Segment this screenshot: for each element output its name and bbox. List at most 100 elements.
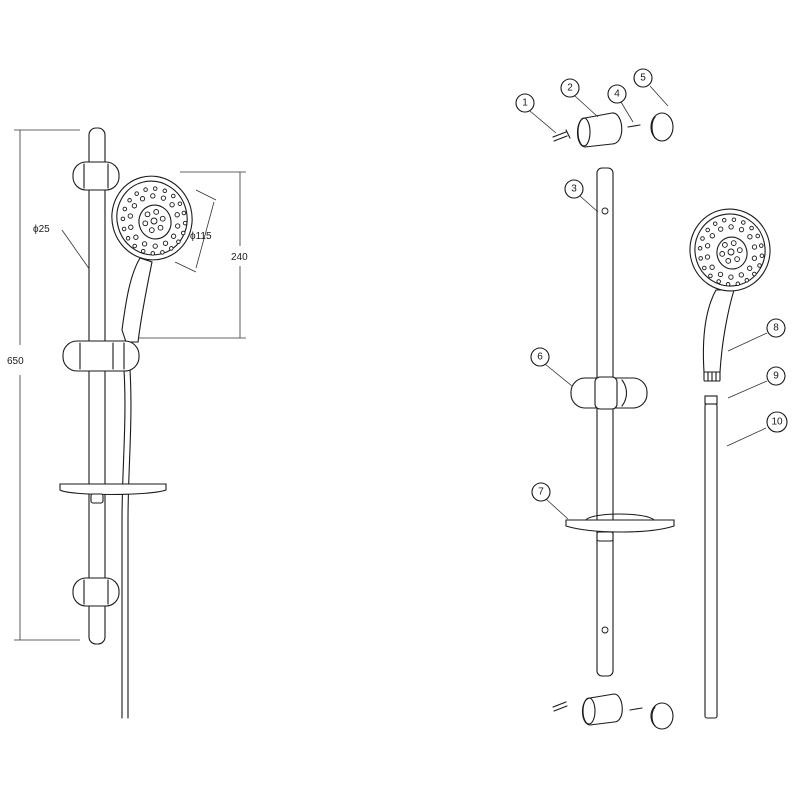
head-height-label: 240 [231, 252, 248, 263]
nozzle-hole [175, 223, 181, 229]
nozzle-hole [697, 246, 703, 251]
nozzle-hole [169, 246, 174, 251]
nozzle-hole [751, 244, 758, 250]
nozzle-hole [125, 236, 131, 241]
exploded-view: 1 2 4 5 3 [515, 68, 788, 730]
nozzle-hole [127, 198, 132, 203]
nozzle-hole [148, 227, 155, 233]
nozzle-hole [144, 211, 151, 218]
nozzle-hole [139, 196, 146, 202]
head-diameter-label: ϕ115 [190, 231, 212, 242]
nozzle-hole [752, 271, 757, 277]
nozzle-hole [698, 256, 703, 261]
pipe-diameter-label: ϕ25 [33, 224, 50, 235]
nozzle-hole [716, 279, 721, 284]
nozzle-hole [120, 216, 126, 222]
nozzle-hole [749, 225, 754, 231]
nozzle-hole [702, 265, 707, 271]
nozzle-hole [709, 264, 715, 270]
part-soap-dish [565, 513, 675, 542]
nozzle-hole [169, 202, 175, 208]
soap-dish [59, 483, 167, 504]
nozzle-hole [160, 250, 165, 255]
nozzle-hole [122, 206, 128, 212]
svg-text:9: 9 [773, 371, 779, 382]
nozzle-hole [738, 226, 745, 233]
nozzle-hole [738, 272, 744, 278]
nozzle-hole [174, 212, 180, 218]
callout-7: 7 [531, 482, 569, 520]
nozzle-hole [182, 220, 188, 226]
nozzle-hole [177, 201, 183, 206]
svg-text:10: 10 [771, 417, 783, 428]
svg-text:4: 4 [614, 89, 620, 100]
nozzle-hole [150, 193, 156, 199]
nozzle-hole [127, 213, 133, 219]
nozzle-hole [725, 282, 731, 287]
top-wall-bracket [72, 161, 120, 191]
nozzle-hole [181, 210, 187, 216]
callout-2: 2 [560, 78, 599, 118]
slide-holder [62, 340, 140, 372]
nozzle-hole [717, 271, 724, 278]
nozzle-hole [171, 193, 176, 199]
callout-5: 5 [633, 68, 669, 107]
nozzle-hole [140, 248, 146, 254]
part-hose-nut [703, 370, 721, 382]
nozzle-hole [718, 226, 724, 232]
part-hand-shower [689, 208, 771, 373]
nozzle-hole [162, 240, 169, 246]
nozzle-hole [708, 273, 713, 279]
hand-shower-handle [121, 257, 153, 343]
nozzle-hole [727, 248, 735, 256]
nozzle-hole [709, 233, 715, 239]
nozzle-hole [736, 247, 743, 253]
nozzle-hole [160, 195, 167, 201]
svg-text:3: 3 [571, 184, 577, 195]
part-slide-holder [570, 376, 648, 410]
part-wall-bracket-top [576, 112, 623, 148]
nozzle-hole [705, 227, 710, 233]
nozzle-hole [157, 224, 164, 231]
callout-1: 1 [515, 93, 557, 134]
shower-hose [121, 369, 126, 719]
nozzle-hole [735, 281, 741, 287]
head-diameter-dimension: ϕ115 [174, 189, 217, 273]
nozzle-hole [712, 221, 718, 226]
nozzle-hole [152, 186, 158, 191]
svg-text:5: 5 [640, 73, 646, 84]
callout-8: 8 [727, 318, 786, 352]
nozzle-hole [141, 241, 148, 247]
nozzle-hole [700, 236, 705, 241]
nozzle-hole [719, 251, 726, 257]
nozzle-hole [132, 243, 137, 249]
nozzle-hole [159, 215, 166, 222]
nozzle-hole [731, 217, 737, 222]
part-wall-bracket-bottom [552, 693, 674, 730]
nozzle-hole [162, 188, 168, 194]
nozzle-hole [704, 243, 711, 249]
svg-text:8: 8 [773, 323, 779, 334]
nozzle-hole [722, 242, 728, 248]
nozzle-hole [153, 209, 160, 215]
part-hose [704, 395, 718, 719]
nozzle-hole [180, 230, 186, 236]
nozzle-hole [744, 278, 750, 283]
nozzle-hole [728, 224, 734, 230]
nozzle-hole [725, 258, 732, 264]
nozzle-hole [741, 220, 746, 225]
nozzle-hole [176, 239, 181, 244]
nozzle-hole [152, 243, 158, 249]
nozzle-hole [121, 226, 127, 232]
nozzle-hole [128, 224, 134, 230]
nozzle-hole [150, 217, 158, 225]
svg-text:2: 2 [567, 83, 573, 94]
nozzle-hole [734, 256, 740, 262]
nozzle-hole [730, 240, 737, 246]
head-height-dimension: 240 [138, 171, 248, 339]
nozzle-hole [704, 254, 711, 260]
nozzle-hole [747, 234, 753, 240]
nozzle-hole [747, 265, 753, 271]
svg-text:6: 6 [537, 352, 543, 363]
